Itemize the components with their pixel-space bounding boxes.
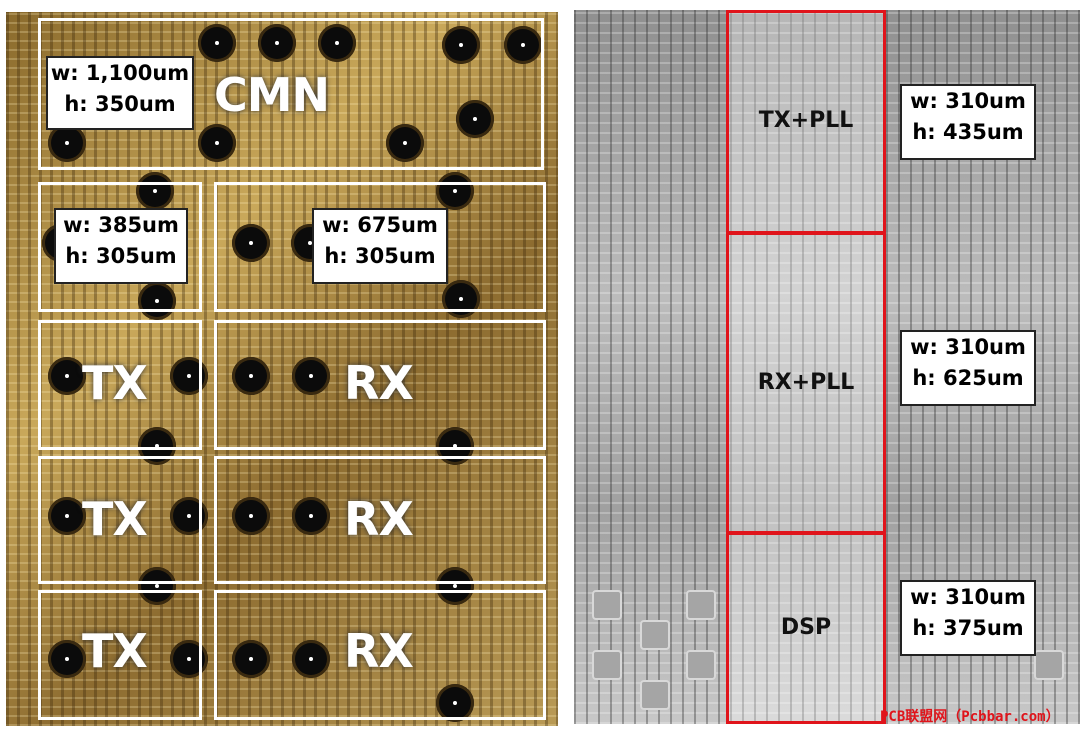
dsp-dimension-label: w: 310um h: 375um <box>900 580 1036 656</box>
rx-block-outline-1 <box>214 320 546 450</box>
rxpll-height: h: 625um <box>912 366 1024 390</box>
txpll-height: h: 435um <box>912 120 1024 144</box>
tx-block-outline-1 <box>38 320 202 450</box>
bond-pad <box>232 497 270 535</box>
bond-pad <box>442 26 480 64</box>
txpll-label: TX+PLL <box>758 108 854 133</box>
rx-block-label-3: RX <box>344 624 414 678</box>
bond-pad <box>592 650 622 680</box>
bond-pad <box>318 24 356 62</box>
tx-block-outline-2 <box>38 456 202 584</box>
cmn-height: h: 350um <box>64 92 176 116</box>
txpll-width: w: 310um <box>910 89 1026 113</box>
rxpll-width: w: 310um <box>910 335 1026 359</box>
bond-pad <box>258 24 296 62</box>
dsp-height: h: 375um <box>912 616 1024 640</box>
bond-pad <box>138 282 176 320</box>
rxpll-region <box>726 232 886 534</box>
rx-block-outline-top <box>214 182 546 312</box>
bond-pad <box>136 172 174 210</box>
bond-pad <box>232 640 270 678</box>
rx-width: w: 675um <box>322 213 438 237</box>
rx-dimension-label: w: 675um h: 305um <box>312 208 448 284</box>
bond-pad <box>198 24 236 62</box>
bond-pad <box>292 640 330 678</box>
bond-pad <box>640 620 670 650</box>
cmn-block-outline <box>38 18 544 170</box>
tx-block-label-3: TX <box>82 624 148 678</box>
bond-pad <box>504 26 542 64</box>
bond-pad <box>48 357 86 395</box>
bond-pad <box>48 124 86 162</box>
txpll-region <box>726 10 886 234</box>
bond-pad <box>456 100 494 138</box>
bond-pad <box>48 497 86 535</box>
bond-pad <box>292 497 330 535</box>
bond-pad <box>686 650 716 680</box>
bond-pad <box>592 590 622 620</box>
rx-block-outline-3 <box>214 590 546 720</box>
right-die-photo: TX+PLL RX+PLL DSP w: 310um h: 435um w: 3… <box>574 10 1080 724</box>
bond-pad <box>232 224 270 262</box>
rx-block-outline-2 <box>214 456 546 584</box>
tx-height: h: 305um <box>65 244 177 268</box>
dsp-width: w: 310um <box>910 585 1026 609</box>
bond-pad <box>138 567 176 605</box>
rx-block-label-1: RX <box>344 356 414 410</box>
bond-pad <box>232 357 270 395</box>
cmn-dimension-label: w: 1,100um h: 350um <box>46 56 194 130</box>
rx-block-label-2: RX <box>344 492 414 546</box>
tx-width: w: 385um <box>63 213 179 237</box>
bond-pad <box>292 357 330 395</box>
dsp-region <box>726 532 886 724</box>
bond-pad <box>386 124 424 162</box>
watermark-text: PCB联盟网（Pcbbar.com） <box>880 709 1060 725</box>
tx-block-outline-3 <box>38 590 202 720</box>
rxpll-dimension-label: w: 310um h: 625um <box>900 330 1036 406</box>
tx-dimension-label: w: 385um h: 305um <box>54 208 188 284</box>
rx-height: h: 305um <box>324 244 436 268</box>
bond-pad <box>436 172 474 210</box>
bond-pad <box>1034 650 1064 680</box>
bond-pad <box>436 684 474 722</box>
bond-pad <box>640 680 670 710</box>
left-die-photo: CMN TX RX TX RX TX RX w: 1,100um h: 350u… <box>6 12 558 726</box>
cmn-width: w: 1,100um <box>50 61 190 85</box>
bond-pad <box>436 567 474 605</box>
rxpll-label: RX+PLL <box>757 370 855 395</box>
tx-block-outline-top <box>38 182 202 312</box>
tx-block-label-2: TX <box>82 492 148 546</box>
cmn-block-label: CMN <box>214 68 330 122</box>
bond-pad <box>198 124 236 162</box>
txpll-dimension-label: w: 310um h: 435um <box>900 84 1036 160</box>
bond-pad <box>48 640 86 678</box>
tx-block-label-1: TX <box>82 356 148 410</box>
bond-pad <box>686 590 716 620</box>
dsp-label: DSP <box>780 615 832 640</box>
